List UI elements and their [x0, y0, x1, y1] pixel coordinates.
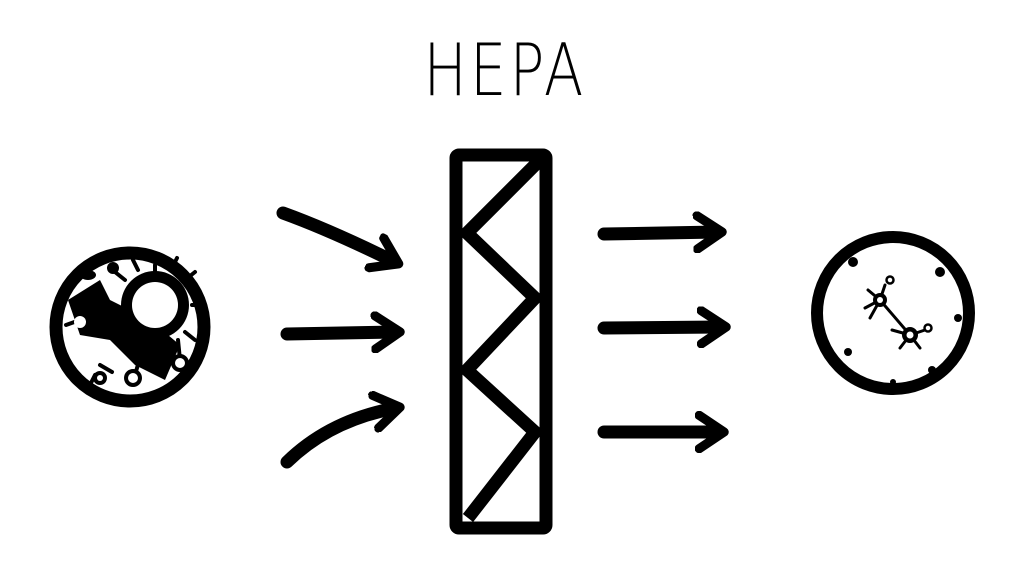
arrow-icon: [276, 206, 395, 262]
arrow-icon: [597, 232, 718, 234]
outgoing-arrows: [597, 232, 722, 432]
arrow-icon: [597, 327, 722, 328]
clean-air-particle-icon: [811, 231, 975, 395]
arrow-icon: [280, 332, 396, 334]
diagram-title: HEPA: [423, 28, 587, 112]
hepa-filter-icon: [449, 148, 553, 535]
arrow-icon: [280, 408, 396, 469]
incoming-arrows: [276, 206, 396, 469]
dirty-air-particle-icon: [49, 246, 211, 408]
